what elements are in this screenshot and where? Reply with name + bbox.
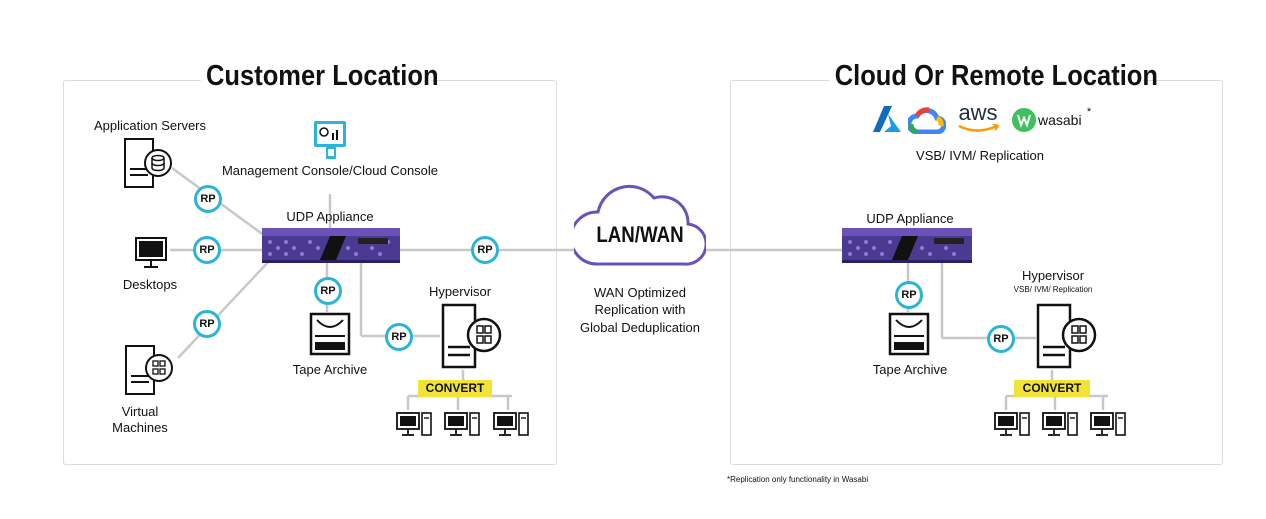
customer-location-title: Customer Location: [200, 60, 439, 93]
rp-badge: RP: [194, 185, 222, 213]
convert-label: CONVERT: [418, 380, 492, 397]
hypervisor-server-icon: [441, 303, 502, 369]
application-servers-label: Application Servers: [94, 118, 206, 133]
google-cloud-logo-icon: [908, 107, 946, 134]
hypervisor-label: Hypervisor: [428, 284, 492, 299]
udp-appliance-icon: [262, 228, 400, 263]
azure-logo-icon: [873, 106, 901, 132]
management-console-icon: [314, 121, 346, 159]
wasabi-footnote: *Replication only functionality in Wasab…: [727, 475, 869, 484]
vm-desktop-icon: [444, 412, 480, 436]
desktops-label: Desktops: [122, 277, 178, 292]
wasabi-logo-icon: [1012, 108, 1036, 132]
tape-archive-icon: [309, 312, 351, 356]
virtual-machines-label-line1: Virtual: [121, 404, 159, 419]
virtual-machines-label-line2: Machines: [112, 420, 168, 435]
virtual-machine-server-icon: [125, 345, 173, 395]
management-console-label: Management Console/Cloud Console: [221, 163, 439, 178]
rp-badge: RP: [385, 323, 413, 351]
rp-badge: RP: [314, 277, 342, 305]
remote-rp-badge: RP: [895, 281, 923, 309]
rp-badge: RP: [193, 310, 221, 338]
rp-badge: RP: [193, 236, 221, 264]
remote-location-title: Cloud Or Remote Location: [829, 60, 1158, 93]
lan-wan-label: LAN/WAN: [596, 222, 684, 247]
tape-archive-label: Tape Archive: [292, 362, 368, 377]
remote-hypervisor-sublabel: VSB/ IVM/ Replication: [1013, 285, 1093, 294]
desktop-icon: [135, 237, 167, 268]
application-server-icon: [124, 138, 172, 188]
remote-convert-label: CONVERT: [1014, 380, 1090, 397]
wan-caption-line2: Replication with: [594, 302, 686, 317]
remote-vm-desktop-icon: [1090, 412, 1126, 436]
lan-wan-cloud-icon: [574, 184, 706, 266]
vm-desktop-icon: [493, 412, 529, 436]
remote-udp-appliance-label: UDP Appliance: [866, 211, 954, 226]
remote-vm-desktop-icon: [1042, 412, 1078, 436]
remote-tape-archive-icon: [888, 312, 930, 356]
wan-caption-line1: WAN Optimized: [594, 285, 686, 300]
remote-udp-appliance-icon: [842, 228, 972, 263]
remote-tape-archive-label: Tape Archive: [872, 362, 948, 377]
wasabi-footnote-mark: *: [1086, 106, 1092, 118]
remote-hypervisor-label: Hypervisor: [1021, 268, 1085, 283]
wan-caption-line3: Global Deduplication: [580, 320, 700, 335]
wasabi-logo-text: wasabi: [1038, 112, 1082, 128]
remote-hypervisor-server-icon: [1036, 303, 1097, 369]
udp-appliance-label: UDP Appliance: [286, 209, 374, 224]
remote-location-panel: [730, 80, 1223, 465]
remote-rp-badge: RP: [987, 325, 1015, 353]
aws-logo-text: aws: [958, 100, 998, 125]
rp-badge: RP: [471, 236, 499, 264]
providers-caption: VSB/ IVM/ Replication: [916, 148, 1044, 163]
aws-smile-icon: [958, 124, 1000, 132]
remote-vm-desktop-icon: [994, 412, 1030, 436]
vm-desktop-icon: [396, 412, 432, 436]
